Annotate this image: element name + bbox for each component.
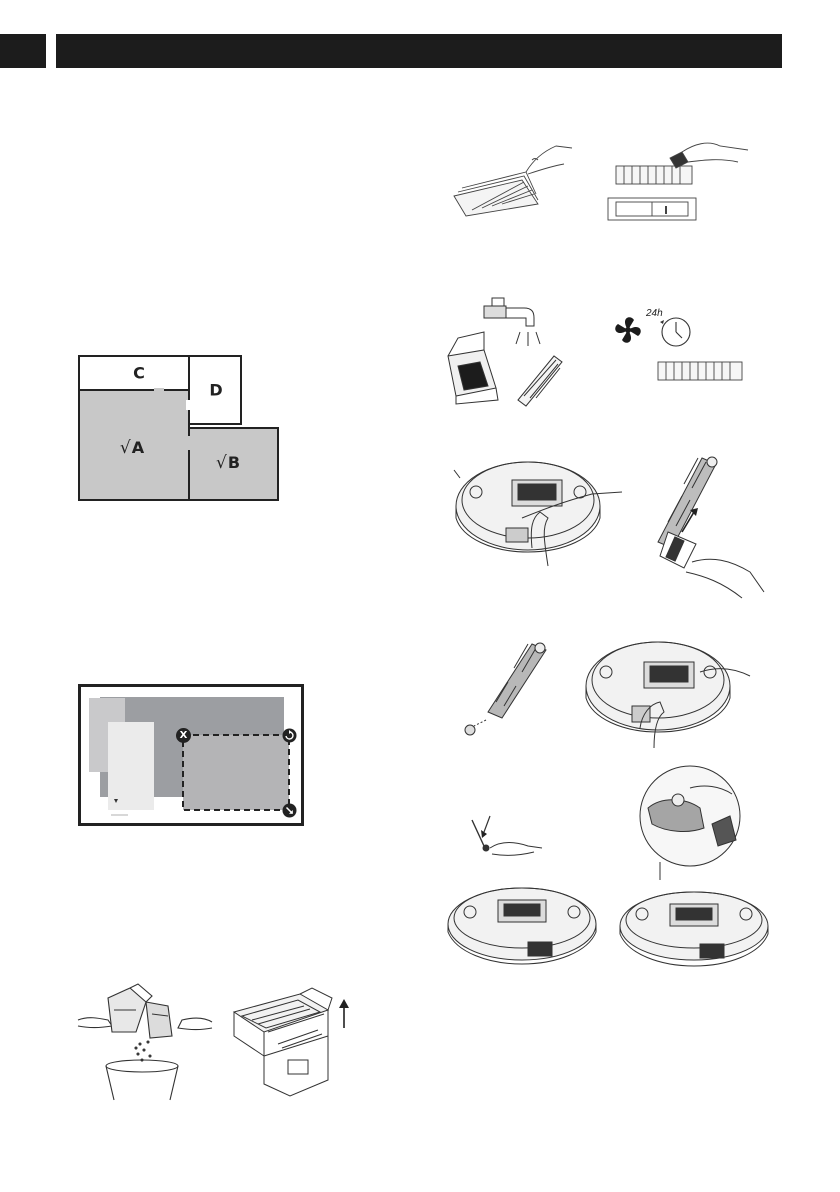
room-selection-map: C D √A √B — [76, 352, 282, 504]
zone-resize-button[interactable] — [282, 803, 297, 818]
checkmark-icon: √ — [120, 438, 131, 458]
main-brush-removal-illustration — [452, 448, 622, 566]
clock-icon — [660, 318, 690, 346]
filter-washing-illustration — [444, 292, 592, 410]
zone-selection-box — [183, 735, 289, 810]
drying-time-label: 24h — [646, 308, 663, 319]
room-label-d: D — [209, 381, 222, 400]
room-label-a: √A — [120, 438, 144, 458]
room-label-c: C — [133, 364, 145, 383]
close-icon: X — [180, 730, 188, 741]
main-brush-cleaning-illustration — [632, 452, 764, 598]
main-brush-reinstall-illustration — [580, 632, 750, 748]
room-label-b: √B — [216, 453, 240, 473]
dustbin-emptying-illustration — [78, 980, 212, 1100]
filter-tapping-illustration — [452, 142, 572, 216]
dustbin-lid-open-illustration — [228, 984, 354, 1100]
resize-icon — [282, 803, 297, 818]
sensor-wiping-illustration — [608, 764, 772, 974]
main-brush-end-cap-illustration — [456, 642, 556, 738]
checkmark-icon: √ — [216, 453, 227, 473]
side-brush-removal-illustration — [444, 812, 600, 968]
water-tap-icon — [484, 298, 540, 346]
zone-delete-button[interactable]: X — [176, 728, 191, 743]
filter-drying-illustration: 24h — [608, 308, 748, 388]
zone-cleaning-map: X — [78, 684, 304, 826]
rotate-icon — [282, 728, 297, 743]
zone-rotate-button[interactable] — [282, 728, 297, 743]
section-header-bar — [56, 34, 782, 68]
fan-icon — [615, 317, 641, 343]
section-tab-marker — [0, 34, 46, 68]
filter-brushing-illustration — [608, 136, 748, 222]
